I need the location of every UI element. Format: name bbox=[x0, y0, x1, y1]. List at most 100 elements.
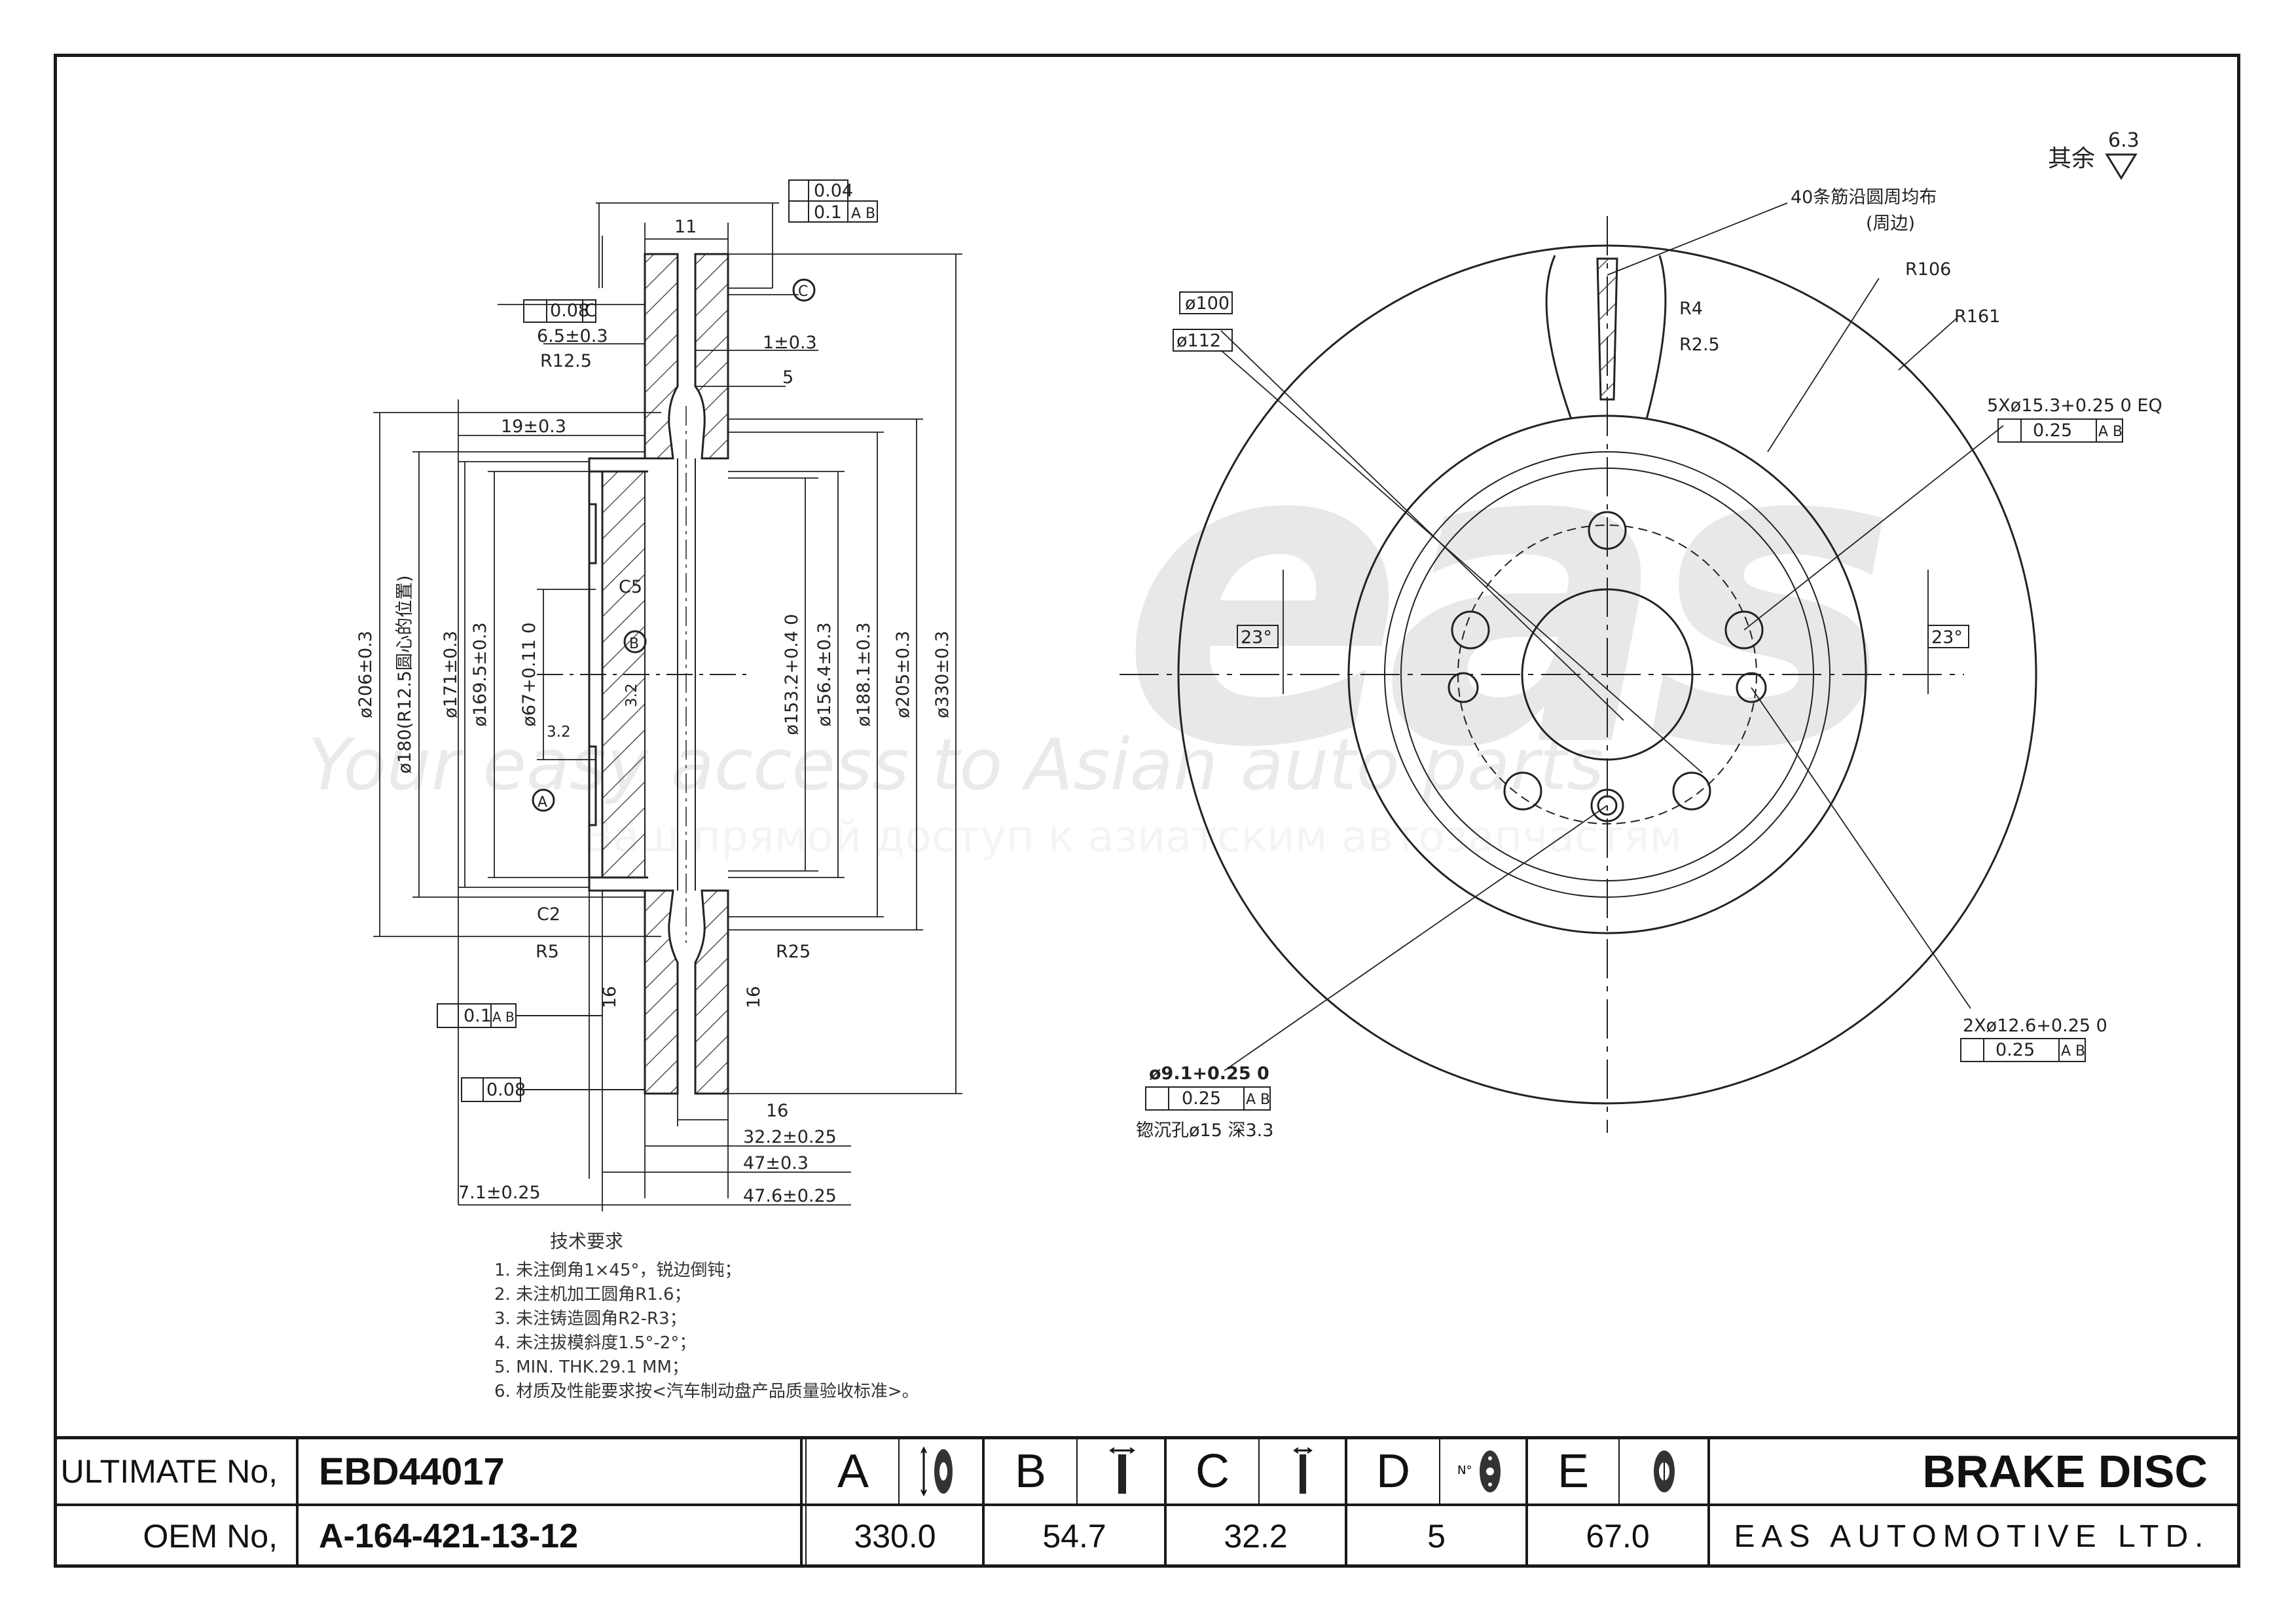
dim-47-6: 47.6±0.25 bbox=[743, 1186, 837, 1206]
oem-value: A-164-421-13-12 bbox=[319, 1517, 579, 1555]
dim-1: 1±0.3 bbox=[763, 333, 817, 353]
dim-r5: R5 bbox=[536, 942, 559, 962]
oem-label: OEM No, bbox=[143, 1518, 278, 1555]
surface-roughness-note: 其余 6.3 bbox=[2048, 129, 2140, 180]
dim-d100: ø100 bbox=[1185, 293, 1230, 314]
countersink-note: 锪沉孔ø15 深3.3 bbox=[1136, 1120, 1273, 1141]
datum-b-label: B bbox=[629, 636, 639, 652]
holes2-ref: A B bbox=[2061, 1043, 2085, 1060]
dim-11: 11 bbox=[674, 217, 697, 237]
dim-r161: R161 bbox=[1954, 306, 2000, 327]
disc-diameter-icon bbox=[901, 1439, 982, 1504]
dim-d67: ø67+0.11 0 bbox=[519, 622, 539, 726]
tol-runout-ref: A B bbox=[851, 206, 875, 222]
col-e-value: 67.0 bbox=[1586, 1518, 1650, 1555]
holes2-tol: 0.25 bbox=[1995, 1040, 2035, 1060]
title-block: ULTIMATE No, EBD44017 OEM No, A-164-421-… bbox=[54, 1436, 2240, 1571]
company-name: EAS AUTOMOTIVE LTD. bbox=[1734, 1519, 2210, 1554]
col-d-letter: D bbox=[1376, 1445, 1410, 1498]
dim-5: 5 bbox=[782, 367, 793, 388]
ultimate-value: EBD44017 bbox=[319, 1450, 505, 1493]
surface-note-value: 6.3 bbox=[2108, 129, 2140, 152]
dim-r2-5: R2.5 bbox=[1679, 335, 1720, 355]
dim-19: 19±0.3 bbox=[501, 416, 566, 437]
datum-c-ref: C bbox=[585, 301, 597, 321]
svg-text:N°: N° bbox=[1457, 1464, 1472, 1477]
surface-note-text: 其余 bbox=[2048, 145, 2095, 172]
holes5-ref: A B bbox=[2098, 424, 2123, 440]
dim-16b: 16 bbox=[744, 986, 764, 1008]
dim-6-5: 6.5±0.3 bbox=[537, 326, 608, 346]
col-a-letter: A bbox=[837, 1445, 869, 1498]
datum-c-label: C bbox=[798, 284, 808, 300]
dim-16: 16 bbox=[766, 1101, 788, 1121]
center-bore-icon bbox=[1621, 1439, 1707, 1504]
angle-left: 23° bbox=[1241, 627, 1272, 648]
dim-d330: ø330±0.3 bbox=[932, 631, 953, 718]
ribs-note: 40条筋沿圆周均布 bbox=[1791, 187, 1937, 208]
dim-32-2: 32.2±0.25 bbox=[743, 1127, 837, 1147]
watermark-logo: eas bbox=[1121, 351, 1884, 839]
dim-d205: ø205±0.3 bbox=[893, 631, 913, 718]
col-e-letter: E bbox=[1557, 1445, 1590, 1498]
col-b-value: 54.7 bbox=[1042, 1518, 1106, 1555]
ultimate-label: ULTIMATE No, bbox=[60, 1453, 278, 1490]
product-name: BRAKE DISC bbox=[1922, 1446, 2208, 1497]
notes-item-5: 5. MIN. THK.29.1 MM； bbox=[494, 1357, 689, 1377]
ribs-sub: (周边) bbox=[1866, 213, 1915, 234]
watermark-tagline-ru: Ваш прямой доступ к азиатским автозапчас… bbox=[583, 811, 1682, 862]
dim-d171: ø171±0.3 bbox=[441, 631, 461, 718]
disc-height-icon bbox=[1079, 1439, 1164, 1504]
dim-r4: R4 bbox=[1679, 299, 1703, 319]
tol-runout2: 0.1 bbox=[464, 1006, 492, 1026]
dim-r106: R106 bbox=[1905, 259, 1951, 280]
face-view bbox=[1120, 202, 2123, 1133]
col-b-letter: B bbox=[1014, 1445, 1047, 1498]
dim-d153-2: ø153.2+0.4 0 bbox=[782, 614, 802, 735]
disc-thickness-icon bbox=[1261, 1439, 1345, 1504]
dim-3-2a: 3.2 bbox=[547, 724, 571, 741]
col-d-value: 5 bbox=[1427, 1518, 1446, 1555]
bolt-holes-icon: N° bbox=[1442, 1439, 1525, 1504]
dim-7-1: 7.1±0.25 bbox=[458, 1183, 541, 1203]
col-c-letter: C bbox=[1195, 1445, 1230, 1498]
dim-r25: R25 bbox=[776, 942, 811, 962]
dim-d180: ø180(R12.5圆心的位置) bbox=[395, 576, 415, 774]
dim-r12-5: R12.5 bbox=[540, 351, 592, 371]
angle-right: 23° bbox=[1931, 627, 1963, 648]
notes-item-6: 6. 材质及性能要求按<汽车制动盘产品质量验收标准>。 bbox=[494, 1382, 919, 1401]
col-a-value: 330.0 bbox=[854, 1518, 936, 1555]
notes-item-2: 2. 未注机加工圆角R1.6； bbox=[494, 1285, 691, 1304]
dim-16a: 16 bbox=[600, 986, 620, 1008]
notes-item-4: 4. 未注拔模斜度1.5°-2°； bbox=[494, 1333, 696, 1353]
holes5-tol: 0.25 bbox=[2033, 420, 2072, 441]
notes-item-3: 3. 未注铸造圆角R2-R3； bbox=[494, 1309, 687, 1329]
hole9-spec: ø9.1+0.25 0 bbox=[1149, 1063, 1269, 1084]
dim-d112: ø112 bbox=[1176, 331, 1221, 351]
notes-item-1: 1. 未注倒角1×45°，锐边倒钝； bbox=[494, 1261, 741, 1280]
dim-d169-5: ø169.5±0.3 bbox=[470, 622, 490, 726]
hole9-ref: A B bbox=[1246, 1092, 1270, 1108]
tol-flatness2: 0.08 bbox=[486, 1080, 526, 1100]
dim-c2: C2 bbox=[537, 904, 560, 925]
holes2-spec: 2Xø12.6+0.25 0 bbox=[1963, 1016, 2107, 1036]
col-c-value: 32.2 bbox=[1224, 1518, 1288, 1555]
dim-c5: C5 bbox=[619, 577, 642, 597]
section-view bbox=[373, 179, 962, 1211]
tol-runout2-ref: A B bbox=[492, 1009, 515, 1025]
dim-d206: ø206±0.3 bbox=[355, 631, 376, 718]
dim-47: 47±0.3 bbox=[743, 1153, 809, 1173]
hole9-tol: 0.25 bbox=[1182, 1088, 1221, 1109]
dim-d156-4: ø156.4±0.3 bbox=[814, 622, 835, 726]
drawing-frame bbox=[54, 54, 2240, 1568]
dim-3-2b: 3.2 bbox=[623, 683, 640, 707]
technical-notes: 技术要求 1. 未注倒角1×45°，锐边倒钝； 2. 未注机加工圆角R1.6； … bbox=[494, 1230, 919, 1401]
notes-title: 技术要求 bbox=[550, 1230, 623, 1252]
dim-d188-1: ø188.1±0.3 bbox=[854, 622, 874, 726]
holes5-spec: 5Xø15.3+0.25 0 EQ bbox=[1987, 396, 2162, 416]
tol-runout: 0.1 bbox=[814, 202, 842, 223]
tol-parallel: 0.08 bbox=[550, 301, 589, 321]
tol-flatness: 0.04 bbox=[814, 181, 853, 201]
datum-a-label: A bbox=[538, 794, 547, 811]
